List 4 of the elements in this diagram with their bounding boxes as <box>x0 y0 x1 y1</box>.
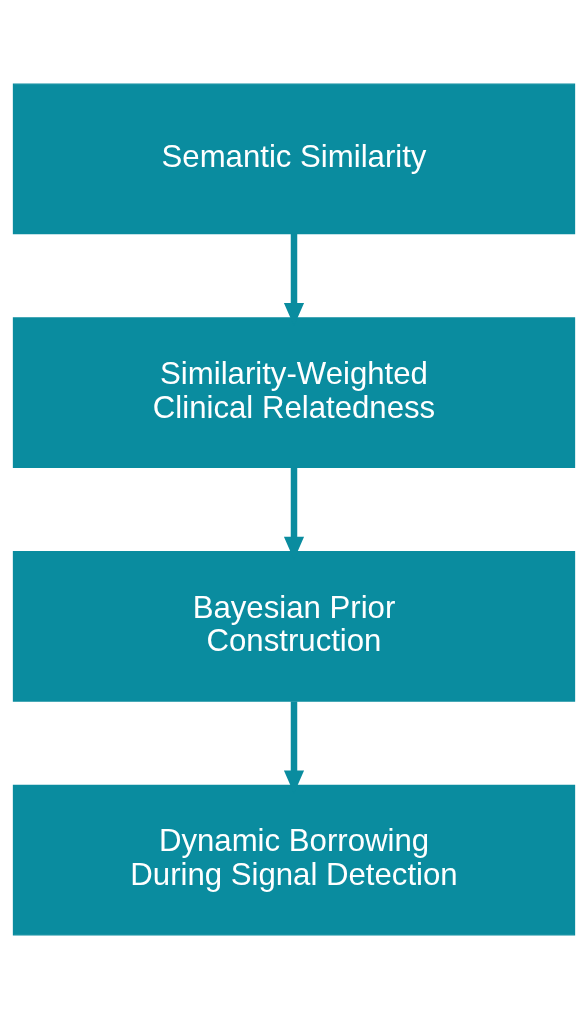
node-box: Dynamic Borrowing During Signal Detection <box>12 784 576 936</box>
node-box: Bayesian Prior Construction <box>12 551 576 702</box>
node-box: Similarity-Weighted Clinical Relatedness <box>12 317 576 468</box>
node-box: Semantic Similarity <box>12 83 576 235</box>
